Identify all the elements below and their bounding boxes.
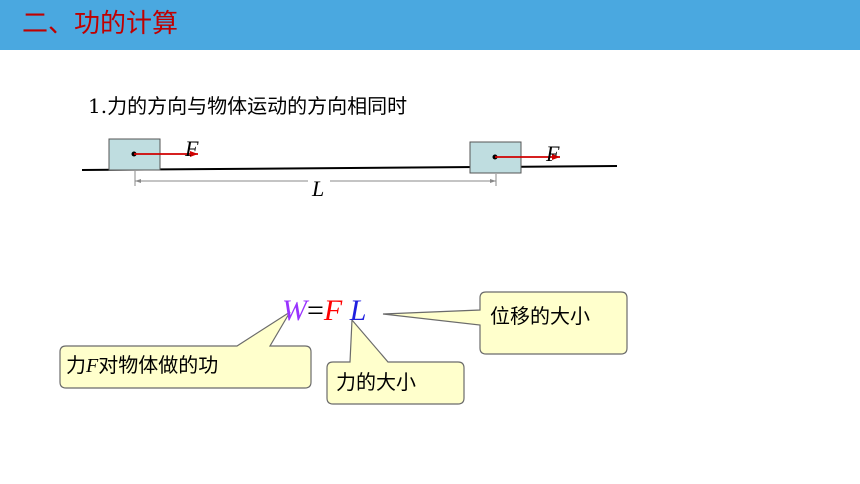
ground-line bbox=[81, 165, 618, 171]
force-label-end: F bbox=[545, 141, 560, 166]
callout-work-text: 力F对物体做的功 bbox=[66, 351, 218, 380]
header-bar: 二、功的计算 bbox=[0, 0, 860, 50]
force-arrowhead-end bbox=[552, 154, 560, 160]
section-subtitle: 1.力的方向与物体运动的方向相同时 bbox=[88, 94, 408, 118]
eq-work-symbol: W bbox=[282, 294, 307, 327]
callout-displacement-shape bbox=[382, 291, 628, 355]
callout-displacement-text: 位移的大小 bbox=[490, 304, 590, 328]
eq-displacement-symbol: L bbox=[349, 294, 367, 327]
work-equation: W=F L bbox=[282, 292, 366, 330]
callout-work-prefix: 力 bbox=[66, 353, 86, 377]
callout-force-shape bbox=[326, 318, 465, 405]
callout-force-text: 力的大小 bbox=[336, 370, 416, 394]
dim-arrow-right bbox=[490, 179, 496, 183]
force-label-start: F bbox=[184, 136, 199, 161]
callout-work-symbol: F bbox=[86, 355, 99, 377]
eq-force-symbol: F bbox=[323, 294, 343, 327]
displacement-label: L bbox=[311, 176, 324, 201]
callout-work-shape bbox=[59, 311, 312, 389]
dim-arrow-left bbox=[135, 179, 141, 183]
page-title: 二、功的计算 bbox=[22, 9, 179, 39]
eq-equals-sign: = bbox=[307, 294, 324, 327]
callout-work-suffix: 对物体做的功 bbox=[98, 353, 219, 377]
force-arrowhead-start bbox=[190, 151, 198, 157]
